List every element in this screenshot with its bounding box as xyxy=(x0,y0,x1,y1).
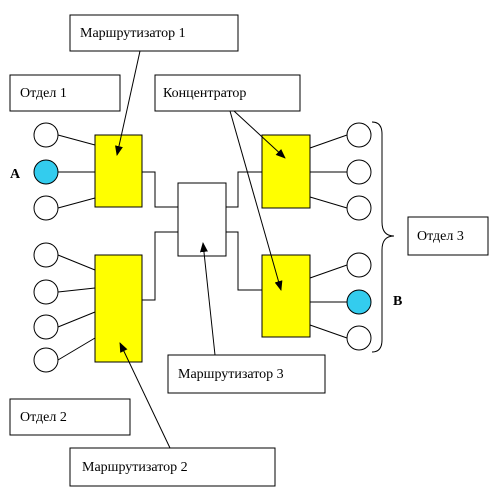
link-node1-router1 xyxy=(57,134,96,146)
link-router1-router3 xyxy=(142,171,178,208)
link-node6-router2 xyxy=(57,311,96,328)
link-node3-router1 xyxy=(57,197,96,209)
callout-arrow-hub-upper xyxy=(233,110,286,159)
link-router3-hub2 xyxy=(226,231,262,291)
dept2-label-box: Отдел 2 xyxy=(9,398,131,436)
link-router3-hub1 xyxy=(226,171,262,208)
computer-node xyxy=(346,195,372,221)
link-router2-router3 xyxy=(142,231,178,301)
callout-arrow-router2 xyxy=(119,342,171,449)
router2-label-box: Маршрутизатор 2 xyxy=(69,447,276,487)
dept3-label: Отдел 3 xyxy=(417,229,464,244)
router3-label: Маршрутизатор 3 xyxy=(178,367,284,382)
dept3-label-box: Отдел 3 xyxy=(407,216,489,256)
hub-label-box: Концентратор xyxy=(154,74,301,112)
computer-node xyxy=(33,242,59,268)
router3-label-box: Маршрутизатор 3 xyxy=(167,354,326,394)
link-node4-router2 xyxy=(57,254,96,271)
dept2-label: Отдел 2 xyxy=(20,410,67,425)
computer-node xyxy=(346,159,372,185)
router2-label: Маршрутизатор 2 xyxy=(82,460,188,475)
router3-device xyxy=(177,182,227,257)
computer-node-b xyxy=(346,289,372,315)
router1-label-box: Маршрутизатор 1 xyxy=(69,14,239,52)
computer-node-a xyxy=(33,159,59,185)
computer-node xyxy=(346,122,372,148)
computer-node xyxy=(33,195,59,221)
router2-device xyxy=(94,254,143,363)
point-a-label: A xyxy=(10,167,21,182)
dept1-label: Отдел 1 xyxy=(20,86,67,101)
point-b-label: B xyxy=(393,294,402,309)
hub-device-upper xyxy=(261,134,311,209)
callout-arrow-hub-lower xyxy=(229,110,283,291)
dept3-brace xyxy=(371,121,395,353)
computer-node xyxy=(346,252,372,278)
computer-node xyxy=(33,314,59,340)
callout-arrow-router3 xyxy=(199,242,216,356)
link-node7-router2 xyxy=(57,337,96,361)
computer-node xyxy=(346,325,372,351)
link-hub1-node10 xyxy=(309,196,348,209)
hub-device-lower xyxy=(261,254,311,338)
link-hub2-node13 xyxy=(309,324,348,339)
computer-node xyxy=(33,122,59,148)
link-hub2-node11 xyxy=(309,264,348,279)
dept1-label-box: Отдел 1 xyxy=(9,74,121,112)
computer-node xyxy=(33,279,59,305)
router1-label: Маршрутизатор 1 xyxy=(80,26,186,41)
computer-node xyxy=(33,347,59,373)
link-node5-router2 xyxy=(57,287,96,293)
callout-arrow-router1 xyxy=(115,50,141,156)
router1-device xyxy=(94,134,143,208)
link-hub1-node8 xyxy=(309,134,348,149)
hub-label: Концентратор xyxy=(163,86,246,101)
